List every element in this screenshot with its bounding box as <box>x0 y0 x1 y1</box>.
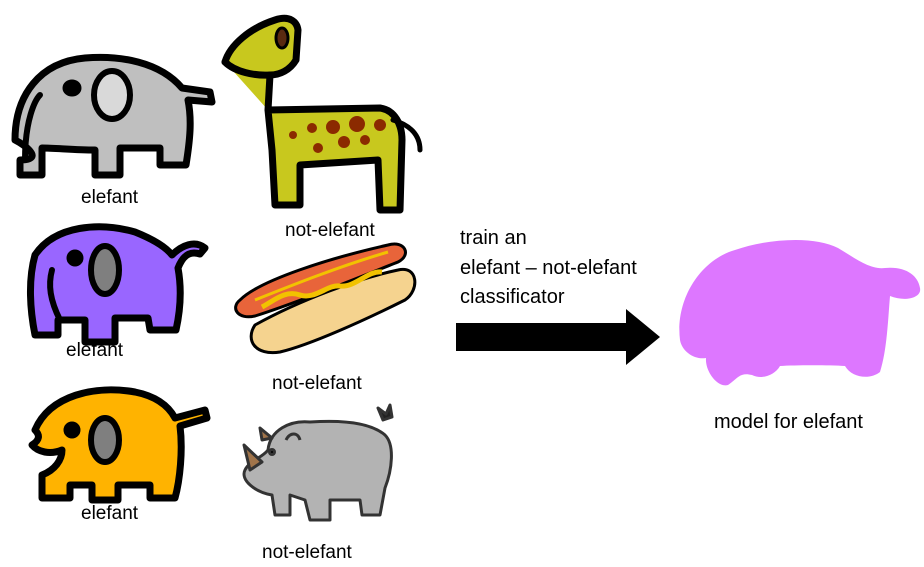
not-elefant-label-1: not-elefant <box>285 220 375 241</box>
caption-line-1: train an <box>460 227 527 249</box>
elefant-1-icon <box>11 53 216 179</box>
giraffe-icon <box>221 14 423 214</box>
rhino-icon <box>242 403 394 522</box>
not-elefant-label-2: not-elefant <box>272 373 362 394</box>
not-elefant-label-3: not-elefant <box>262 542 352 563</box>
caption-line-3: classificator <box>460 286 565 308</box>
arrow-icon <box>456 309 660 365</box>
model-shape <box>679 239 921 386</box>
model-label: model for elefant <box>714 411 863 433</box>
elefant-label-1: elefant <box>81 187 139 208</box>
hotdog-icon <box>234 242 417 355</box>
caption-line-2: elefant – not-elefant <box>460 257 637 279</box>
elefant-3-icon <box>28 386 211 504</box>
elefant-2-icon <box>27 223 209 346</box>
elefant-label-2: elefant <box>66 340 124 361</box>
elefant-label-3: elefant <box>81 503 139 524</box>
